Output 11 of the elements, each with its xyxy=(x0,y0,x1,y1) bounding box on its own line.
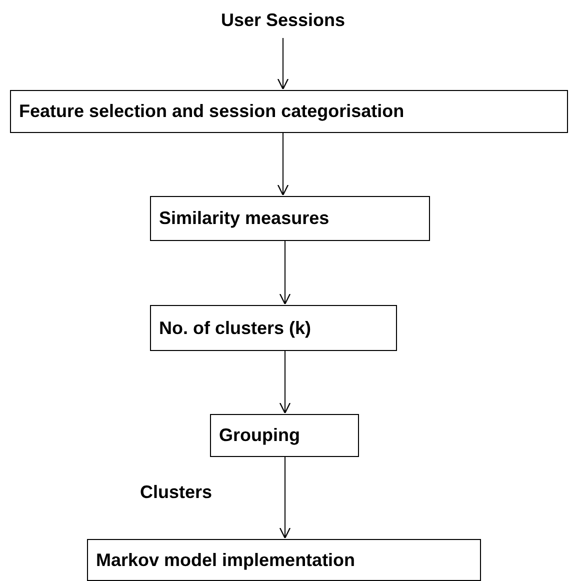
process-box: Similarity measures xyxy=(150,196,430,241)
process-box: Grouping xyxy=(210,414,359,457)
process-box: No. of clusters (k) xyxy=(150,305,397,351)
input-label: User Sessions xyxy=(205,10,361,36)
arrow xyxy=(277,38,289,90)
process-box: Markov model implementation xyxy=(87,539,481,581)
arrow xyxy=(279,456,291,539)
arrow xyxy=(279,350,291,414)
arrow xyxy=(277,132,289,196)
arrow xyxy=(279,240,291,305)
process-box: Feature selection and session categorisation xyxy=(10,90,568,133)
